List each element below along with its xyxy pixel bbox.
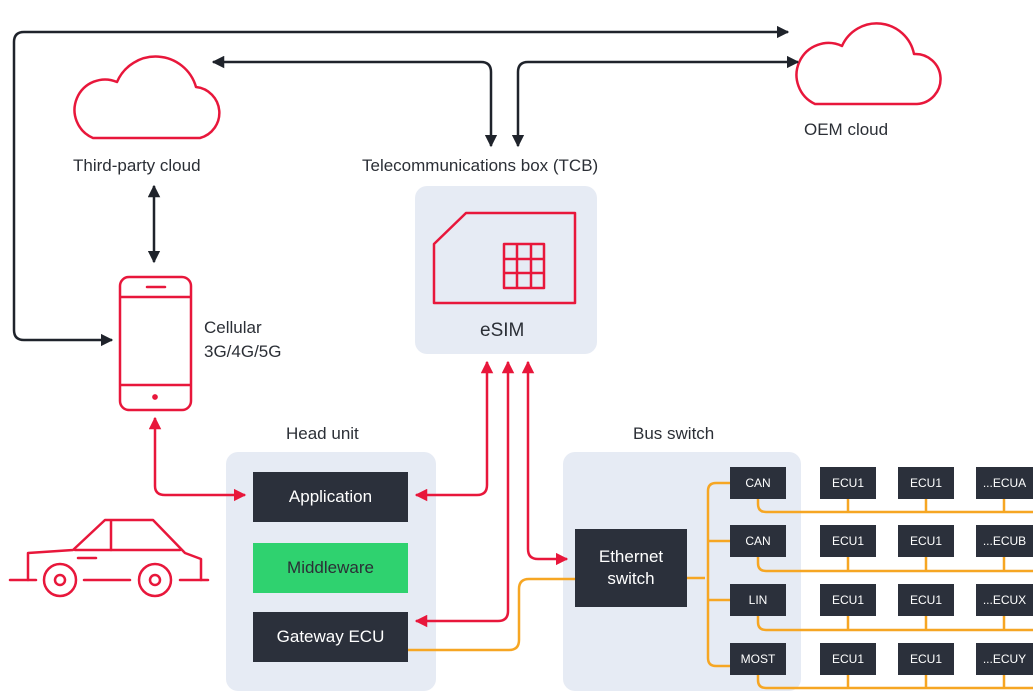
ecu-box: ECU1 [898,525,954,557]
ecu-box: ...ECUX [976,584,1033,616]
cloud-connector-arrows [12,25,800,347]
most-bus-box: MOST [730,643,786,675]
head-unit-label: Head unit [286,424,359,443]
ecu-box: ECU1 [820,525,876,557]
ecu-box: ...ECUY [976,643,1033,675]
cloud-icon [73,55,221,140]
ecu-box: ECU1 [898,584,954,616]
ecu-box: ECU1 [898,643,954,675]
ethernet-switch-label-line1: Ethernet [598,547,664,566]
can-bus-box: CAN [730,467,786,499]
ecu-box: ECU1 [898,467,954,499]
ecu-box: ECU1 [820,584,876,616]
ecu-box: ...ECUA [976,467,1033,499]
ecu-box: ECU1 [820,643,876,675]
ecu-box: ECU1 [820,467,876,499]
cellular-generations-label: 3G/4G/5G [204,342,282,361]
oem-cloud-label: OEM cloud [804,120,889,139]
gateway-ecu-box: Gateway ECU [253,612,408,662]
cloud-icon [795,22,942,106]
ecu-box: ...ECUB [976,525,1033,557]
middleware-box: Middleware [253,543,408,593]
application-box: Application [253,472,408,522]
bus-lines [408,481,1033,690]
bus-switch-label: Bus switch [633,424,715,443]
lin-bus-box: LIN [730,584,786,616]
can-bus-box: CAN [730,525,786,557]
sim-card-icon [432,211,577,305]
ethernet-switch-label-line2: switch [607,569,655,588]
car-icon [8,518,210,598]
esim-connector-arrows [148,360,569,628]
ethernet-switch-box: Ethernet switch [575,529,687,607]
smartphone-icon [118,275,193,412]
